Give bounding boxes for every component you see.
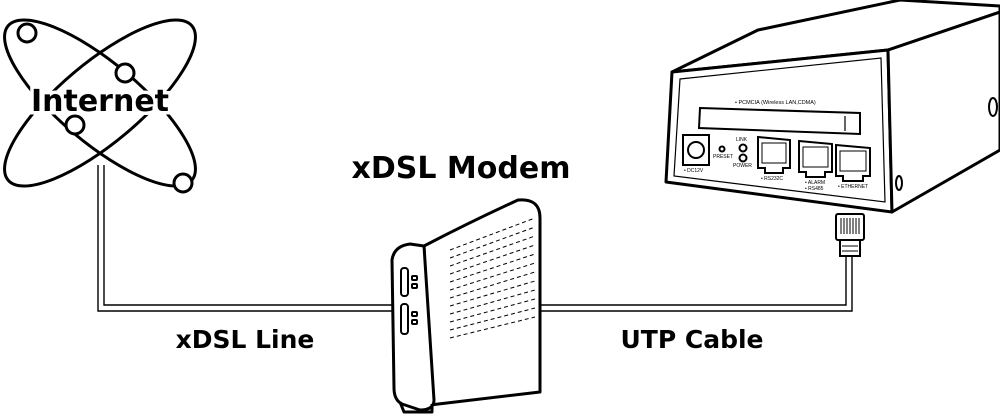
link-label: LINK: [736, 137, 748, 143]
dc12v-label: • DC12V: [684, 168, 704, 174]
internet-icon: [3, 18, 197, 194]
power-label: POWER: [733, 163, 752, 169]
modem-label: xDSL Modem: [352, 151, 571, 186]
internet-label: Internet: [31, 84, 169, 119]
preset-label: PRESET: [713, 154, 733, 160]
pcmcia-label: • PCMCIA (Wireless LAN,CDMA): [735, 100, 816, 106]
utp-cable-label: UTP Cable: [620, 325, 763, 354]
rs485-label: • RS485: [805, 186, 824, 192]
alarm-label: • ALARM: [805, 180, 825, 186]
modem-vent-lines: [449, 217, 536, 339]
device-front-panel: [673, 57, 886, 203]
device-side-details: [895, 97, 998, 191]
ethernet-label: • ETHERNET: [838, 184, 868, 190]
xdsl-line-label: xDSL Line: [176, 325, 315, 354]
rs232c-label: • RS232C: [761, 176, 783, 182]
xdsl-modem: [390, 198, 542, 414]
rj45-pins: [840, 218, 860, 234]
device-port-inner: [761, 142, 867, 172]
xdsl-line: [97, 165, 392, 312]
modem-front-indicators: [400, 267, 418, 335]
utp-cable: [540, 256, 853, 312]
